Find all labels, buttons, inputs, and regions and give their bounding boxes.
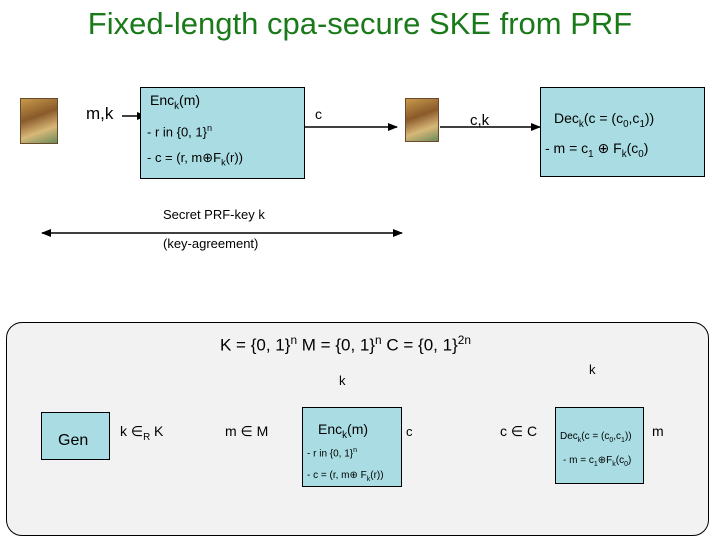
slide-title: Fixed-length cpa-secure SKE from PRF	[87, 6, 633, 41]
sets-definition: K = {0, 1}n M = {0, 1}n C = {0, 1}2n	[220, 333, 471, 355]
dec-title: Deck(c = (c0,c1))	[560, 431, 632, 444]
enc-title-top: Enck(m)	[150, 92, 201, 112]
ciphertext-space-label: c ∈ C	[500, 423, 538, 439]
dec-box	[555, 407, 644, 484]
c-label-panel: c	[406, 424, 413, 439]
enc-step1-top: - r in {0, 1}n	[147, 123, 213, 140]
message-output-label: m	[652, 423, 664, 439]
key-sampling-label: k ∈R K	[120, 423, 164, 443]
gen-label: Gen	[58, 432, 89, 449]
receiver-portrait-image	[405, 98, 439, 142]
dec-step-top: - m = c1 ⊕ Fk(c0)	[545, 140, 649, 160]
gen-box	[41, 412, 110, 460]
key-label-secret: Secret PRF-key k	[163, 207, 265, 222]
ck-label: c,k	[470, 112, 490, 129]
k-label-dec: k	[589, 362, 596, 377]
dec-step: - m = c1⊕Fk(c0)	[563, 455, 632, 468]
message-space-label: m ∈ M	[225, 423, 269, 439]
enc-step1: - r in {0, 1}n	[307, 447, 358, 460]
enc-step2-top: - c = (r, m⊕Fk(r))	[147, 150, 243, 168]
c-label-top: c	[315, 106, 322, 122]
sender-portrait-image	[20, 98, 58, 144]
sender-label: m,k	[86, 104, 114, 123]
key-label-agreement: (key-agreement)	[163, 236, 259, 251]
enc-box-top	[140, 87, 305, 179]
dec-box-top	[540, 87, 705, 177]
dec-title-top: Deck(c = (c0,c1))	[554, 110, 655, 130]
enc-box	[302, 407, 402, 487]
enc-step2: - c = (r, m⊕ Fk(r))	[307, 470, 384, 483]
enc-title: Enck(m)	[318, 421, 369, 441]
k-label-enc: k	[339, 373, 346, 388]
